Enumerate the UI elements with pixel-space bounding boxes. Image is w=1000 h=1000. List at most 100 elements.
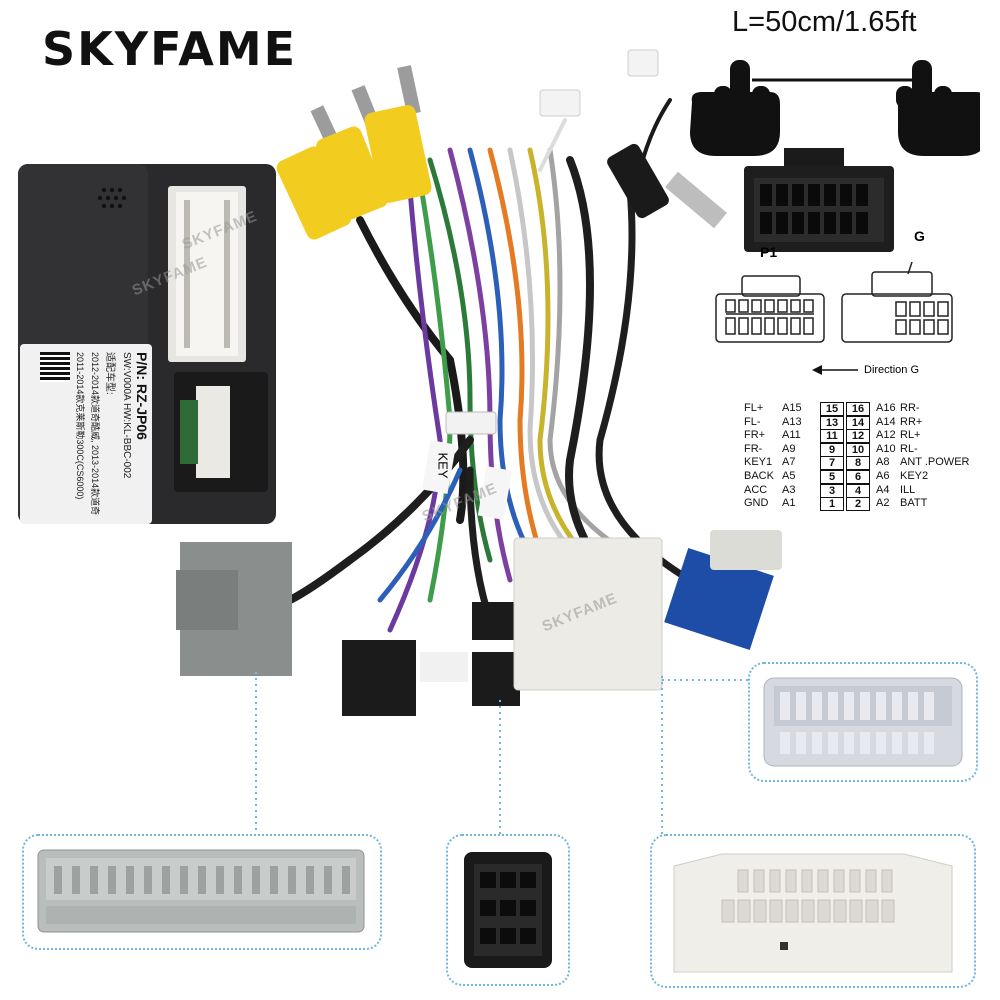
pin-id: A9: [782, 442, 796, 455]
pinout-left-row: FR-A9: [744, 443, 818, 455]
pinout-left-row: KEY1 A7: [744, 456, 818, 468]
small-white-plug-2: [627, 49, 659, 77]
pin-signal-name: RL+: [900, 429, 921, 442]
p1-connector-outline: [715, 275, 825, 343]
black-connector-c: [472, 652, 520, 706]
pinout-left-row: FL+ A15: [744, 402, 818, 414]
pin-signal-name: RR+: [900, 415, 923, 428]
callout-connector-top-right: [748, 662, 978, 782]
pin-id: A5: [782, 470, 796, 482]
blue-connector: [664, 548, 774, 650]
pin-signal-name: RR-: [900, 402, 920, 414]
direction-label: Direction G: [864, 364, 920, 376]
pin-number-box: 2: [846, 497, 870, 512]
pinout-right-row: A16 RR-: [876, 402, 994, 414]
fakra-connector: [710, 530, 782, 570]
pin-number-box: 14: [846, 415, 870, 430]
pin-number-box: 13: [820, 415, 844, 430]
pin-number-box: 9: [820, 442, 844, 457]
wiring-harness: [176, 49, 782, 716]
direction-arrow-icon: [812, 365, 858, 375]
pinout-right-row: A6 KEY2: [876, 470, 994, 482]
pin-number-box: 10: [846, 442, 870, 457]
module-small-port: [196, 386, 230, 478]
pin-id: A14: [876, 415, 896, 428]
antenna-plug: [607, 143, 727, 229]
callout-connector-white: [650, 834, 976, 988]
p1-label: P1: [760, 244, 778, 260]
pin-signal-name: FL+: [744, 402, 764, 414]
pinout-left-row: FL- A13: [744, 416, 818, 428]
white-main-connector: [513, 537, 663, 691]
black-connector-b: [472, 602, 518, 640]
connector-closeup-3: [464, 852, 552, 968]
iso-16pin-connector: [744, 148, 894, 252]
black-connector-a: [342, 640, 416, 716]
pinout-left-row: GND A1: [744, 497, 818, 509]
speaker-grille-icon: [97, 187, 127, 209]
pin-id: A6: [876, 470, 890, 482]
callout-connector-black: [446, 834, 570, 986]
pin-id: A7: [782, 456, 796, 469]
pin-signal-name: FL-: [744, 415, 761, 428]
pin-signal-name: KEY2: [900, 470, 929, 482]
pin-number-box: 3: [820, 483, 844, 498]
callout-connector-gray: [22, 834, 382, 950]
pin-signal-name: ACC: [744, 483, 768, 496]
pin-number-box: 4: [846, 483, 870, 498]
pin-id: A2: [876, 497, 890, 510]
pin-number-box: 6: [846, 470, 870, 484]
pinout-right-row: A4 ILL: [876, 484, 994, 496]
pin-id: A16: [876, 402, 896, 414]
pin-number-box: 7: [820, 456, 844, 471]
pinout-right-row: A14 RR+: [876, 416, 994, 428]
pinout-left-row: ACC A3: [744, 484, 818, 496]
right-hand-icon: [896, 60, 980, 156]
pin-id: A1: [782, 497, 796, 510]
pin-id: A13: [782, 415, 802, 428]
pin-id: A3: [782, 483, 796, 496]
pin-number-box: 15: [820, 402, 844, 416]
connector-closeup-4: [673, 853, 953, 973]
pin-number-box: 11: [820, 429, 844, 444]
pin-id: A8: [876, 456, 890, 469]
pinout-right-row: A8 ANT .POWER: [876, 456, 994, 468]
tie-wrap: [445, 411, 497, 435]
cable-length-label: L=50cm/1.65ft: [732, 6, 917, 38]
length-dimension-graphic: [690, 60, 980, 156]
pin-signal-name: BATT: [900, 497, 928, 510]
pin-id: A11: [782, 429, 801, 442]
pinout-left-row: BACK A5: [744, 470, 818, 482]
pinout-right-row: A10 RL-: [876, 443, 994, 455]
p1-g-connector-drawing: [715, 262, 953, 343]
pin-id: A12: [876, 429, 896, 442]
g-connector-outline: [841, 262, 953, 343]
pin-signal-name: BACK: [744, 470, 774, 482]
pin-id: A4: [876, 483, 890, 496]
pin-number-box: 12: [846, 429, 870, 444]
pin-number-box: 8: [846, 456, 870, 471]
pin-signal-name: GND: [744, 497, 769, 510]
white-mini-connector: [420, 652, 468, 682]
pinout-right-row: A12 RL+: [876, 429, 994, 441]
rca-plug-3: [364, 65, 432, 203]
pin-signal-name: ILL: [900, 483, 916, 496]
pin-signal-name: KEY1: [744, 456, 773, 469]
pin-id: A10: [876, 442, 896, 455]
pin-number-box: 5: [820, 470, 844, 484]
pin-id: A15: [782, 402, 802, 414]
pin-number-box: 1: [820, 497, 844, 512]
connector-closeup-2: [37, 849, 365, 933]
pin-signal-name: FR+: [744, 429, 766, 442]
small-white-plug-1: [539, 89, 581, 117]
pinout-left-row: FR+ A11: [744, 429, 818, 441]
brand-logo: SKYFAME: [42, 22, 298, 76]
g-label: G: [914, 228, 925, 244]
pin-signal-name: RL-: [900, 442, 918, 455]
pin-number-box: 16: [846, 402, 870, 416]
left-hand-icon: [690, 60, 780, 156]
connector-closeup-1: [763, 677, 963, 767]
pin-signal-name: ANT .POWER: [900, 456, 970, 469]
